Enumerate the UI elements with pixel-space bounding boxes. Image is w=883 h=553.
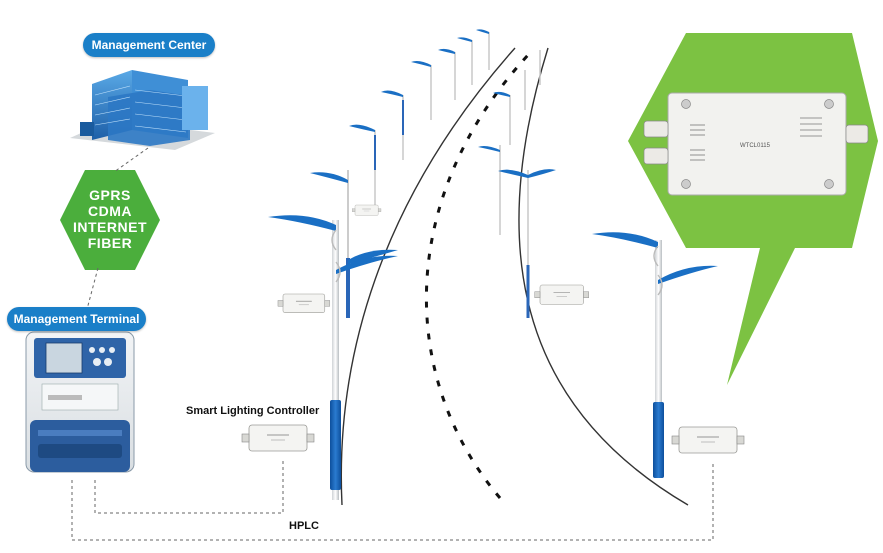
management-terminal-label: Management Terminal — [7, 307, 146, 331]
terminal-link-line — [85, 267, 99, 314]
street-light-main-left — [268, 215, 398, 500]
controller-product-image: WTCL0115 — [643, 92, 869, 196]
road-edge-right — [518, 47, 689, 506]
network-hexagon — [60, 170, 160, 270]
management-center-label: Management Center — [83, 33, 215, 57]
network-type-gprs: GPRS — [89, 187, 131, 203]
network-type-internet: INTERNET — [73, 219, 147, 235]
street-lights-far-left — [374, 32, 490, 215]
callout-bubble — [628, 33, 878, 385]
center-link-line — [113, 147, 149, 173]
network-types-text: GPRS CDMA INTERNET FIBER — [55, 187, 165, 251]
controller-model-text: WTCL0115 — [740, 143, 771, 149]
management-center-building — [70, 70, 215, 150]
network-type-fiber: FIBER — [87, 235, 133, 251]
management-terminal-device — [25, 331, 135, 473]
hplc-label: HPLC — [289, 520, 319, 532]
network-type-cdma: CDMA — [88, 203, 132, 219]
road-center-line — [425, 53, 530, 499]
hplc-link-far — [71, 462, 714, 541]
hplc-link-near — [94, 460, 284, 514]
smart-lighting-controller-right — [671, 426, 745, 454]
road-edge-left — [340, 47, 516, 506]
smart-lighting-controller-left — [241, 424, 315, 452]
street-light-main-right — [592, 232, 718, 478]
smart-lighting-controller-label: Smart Lighting Controller — [186, 405, 320, 417]
